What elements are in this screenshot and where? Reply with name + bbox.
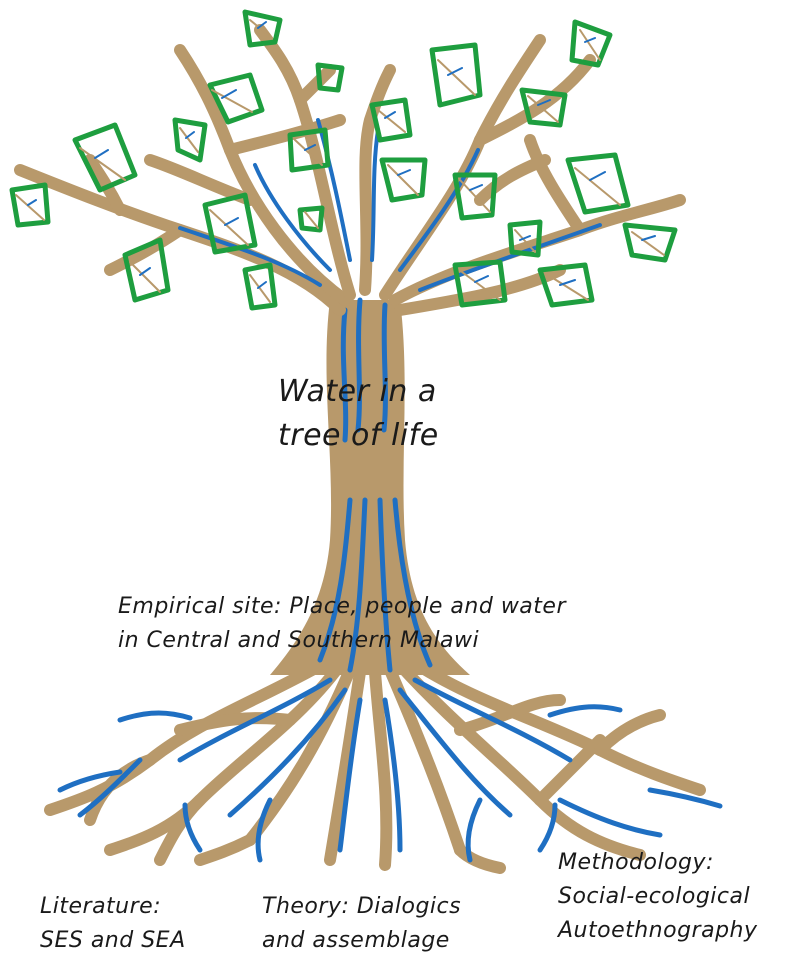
title-line-2: tree of life: [278, 414, 439, 458]
title-line-1: Water in a: [278, 370, 439, 414]
leaf-icon: [432, 45, 480, 105]
root-system: [50, 660, 700, 868]
branches: [20, 30, 680, 310]
leaf-icon: [625, 225, 675, 260]
leaf-icon: [540, 265, 592, 305]
theory-line-1: Theory: Dialogics: [262, 890, 461, 924]
empirical-site-line-2: in Central and Southern Malawi: [118, 624, 566, 658]
methodology-line-2: Social-ecological: [558, 880, 758, 914]
theory-label: Theory: Dialogics and assemblage: [262, 890, 461, 958]
methodology-line-1: Methodology:: [558, 846, 758, 880]
theory-line-2: and assemblage: [262, 924, 461, 958]
literature-label: Literature: SES and SEA: [40, 890, 186, 958]
methodology-label: Methodology: Social-ecological Autoethno…: [558, 846, 758, 948]
literature-line-2: SES and SEA: [40, 924, 186, 958]
empirical-site-line-1: Empirical site: Place, people and water: [118, 590, 566, 624]
methodology-line-3: Autoethnography: [558, 914, 758, 948]
diagram-title: Water in a tree of life: [278, 370, 439, 458]
empirical-site-label: Empirical site: Place, people and water …: [118, 590, 566, 658]
literature-line-1: Literature:: [40, 890, 186, 924]
